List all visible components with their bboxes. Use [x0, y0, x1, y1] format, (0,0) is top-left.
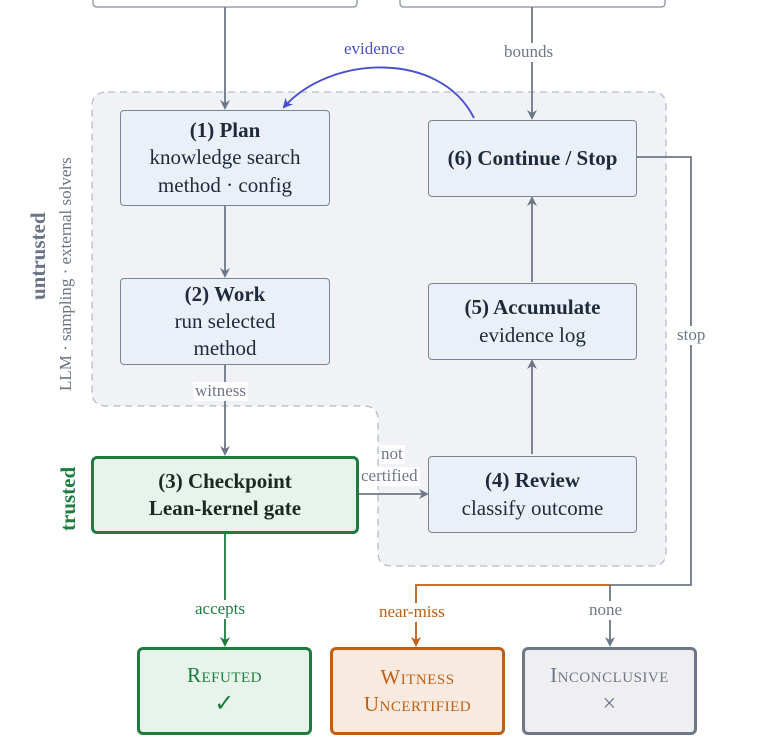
- untrusted-region-title: untrusted: [26, 212, 50, 300]
- node-accumulate-title: (5) Accumulate: [464, 295, 601, 320]
- edge-label-evidence: evidence: [344, 39, 405, 58]
- check-icon: ✓: [214, 691, 235, 718]
- node-review-title: (4) Review: [484, 468, 581, 493]
- outcome-witness-uncertified: Witness Uncertified: [330, 647, 505, 735]
- edge-label-witness: witness: [193, 381, 248, 401]
- cross-icon: ×: [602, 691, 617, 718]
- node-plan-line2: method · config: [157, 172, 293, 197]
- trusted-region-title: trusted: [56, 466, 80, 531]
- node-work: (2) Work run selected method: [120, 278, 330, 365]
- edge-label-accepts: accepts: [193, 599, 248, 619]
- node-review: (4) Review classify outcome: [428, 456, 637, 533]
- edge-evidence: [282, 66, 475, 119]
- edge-label-certified: certified: [359, 466, 420, 486]
- outcome-witness-line2: Uncertified: [363, 692, 472, 716]
- node-work-line1: run selected: [174, 308, 276, 333]
- input-box-right: [399, 0, 666, 8]
- node-plan-line1: knowledge search: [149, 145, 301, 170]
- node-plan: (1) Plan knowledge search method · confi…: [120, 110, 330, 206]
- edge-label-bounds: bounds: [502, 42, 556, 62]
- node-plan-title: (1) Plan: [189, 118, 261, 143]
- node-checkpoint-line1: (3) Checkpoint: [158, 468, 292, 493]
- edge-label-stop: stop: [675, 325, 708, 345]
- outcome-witness-line1: Witness: [380, 664, 455, 689]
- outcome-inconclusive: Inconclusive ×: [522, 647, 697, 735]
- input-box-left: [92, 0, 358, 8]
- edge-label-none: none: [587, 600, 625, 620]
- untrusted-region: [91, 91, 667, 567]
- node-checkpoint-line2: Lean-kernel gate: [148, 496, 302, 520]
- node-work-title: (2) Work: [184, 281, 266, 306]
- node-checkpoint: (3) Checkpoint Lean-kernel gate: [91, 456, 359, 534]
- outcome-refuted: Refuted ✓: [137, 647, 312, 735]
- edge-near-miss: [411, 584, 610, 647]
- node-accumulate-line1: evidence log: [479, 322, 586, 347]
- untrusted-region-subtitle: LLM · sampling · external solvers: [56, 157, 75, 391]
- outcome-inconclusive-label: Inconclusive: [550, 662, 669, 687]
- node-work-line2: method: [193, 336, 257, 361]
- node-review-line1: classify outcome: [461, 495, 604, 520]
- edge-label-near-miss: near-miss: [377, 602, 447, 622]
- node-continue-stop-title: (6) Continue / Stop: [447, 145, 618, 170]
- node-accumulate: (5) Accumulate evidence log: [428, 283, 637, 360]
- outcome-refuted-label: Refuted: [186, 662, 262, 687]
- node-continue-stop: (6) Continue / Stop: [428, 120, 637, 197]
- edge-label-not: not: [379, 444, 405, 464]
